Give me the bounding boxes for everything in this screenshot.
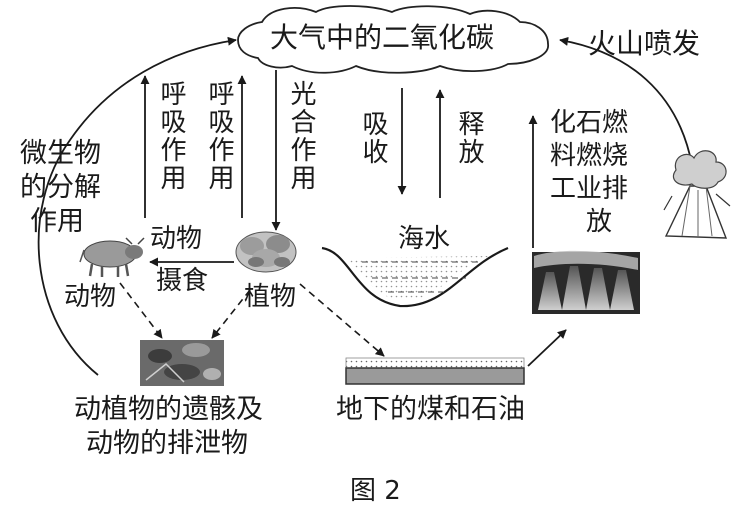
animal-respiration-label: 呼吸作用 <box>156 80 186 192</box>
release-label: 释放 <box>454 110 484 166</box>
remains-label-line-1: 动植物的遗骸及 <box>74 394 263 425</box>
fossil-fuel-line-1: 化石燃 <box>550 108 629 138</box>
cloud-shape <box>237 5 549 74</box>
microbe-label-line-3: 作用 <box>30 206 84 237</box>
volcano-label: 火山喷发 <box>588 27 701 60</box>
fossil-fuel-line-3: 工业排 <box>550 174 629 204</box>
coal-to-factory-arrow <box>527 329 567 367</box>
cloud-label: 大气中的二氧化碳 <box>270 21 495 54</box>
microbe-label-line-1: 微生物 <box>20 138 101 169</box>
remains-label-line-2: 动物的排泄物 <box>86 428 248 459</box>
cow-icon <box>79 237 145 277</box>
plant-to-coal-arrow <box>299 283 385 357</box>
plant-icon <box>235 231 297 273</box>
figure-caption: 图 2 <box>350 476 401 506</box>
microbe-arrow <box>37 36 237 376</box>
fossil-fuel-line-2: 料燃烧 <box>550 141 629 171</box>
plant-respiration-label: 呼吸作用 <box>204 80 234 192</box>
remains-icon <box>140 340 224 386</box>
feeding-label-line-1: 动物 <box>150 224 203 254</box>
coal-layer-icon <box>345 357 525 385</box>
volcano-icon <box>663 150 731 239</box>
coal-oil-label: 地下的煤和石油 <box>336 394 525 425</box>
sea-basin-icon <box>321 246 509 308</box>
feeding-label-line-2: 摄食 <box>156 266 209 296</box>
absorb-label: 吸收 <box>358 110 388 166</box>
animal-label: 动物 <box>64 282 117 312</box>
fossil-fuel-line-4: 放 <box>586 207 613 237</box>
seawater-label: 海水 <box>398 224 451 254</box>
photosynthesis-label: 光合作用 <box>286 80 316 192</box>
volcano-to-cloud-arrow <box>559 36 693 166</box>
microbe-label-line-2: 的分解 <box>20 172 101 203</box>
factory-icon <box>532 250 640 314</box>
plant-label: 植物 <box>244 282 297 312</box>
plant-to-remains-arrow <box>211 289 251 339</box>
